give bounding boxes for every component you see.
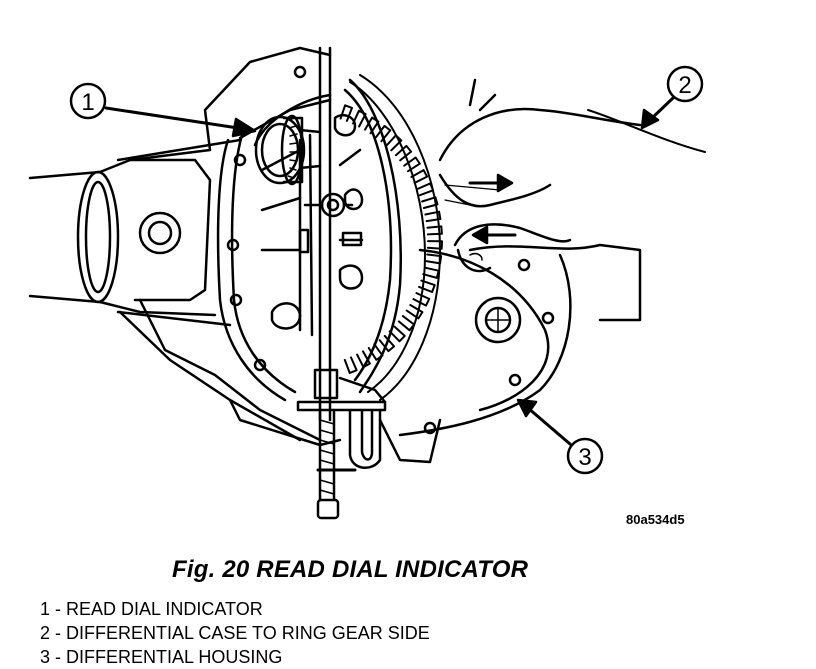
force-arrows bbox=[468, 173, 517, 245]
callout-3-label: 3 bbox=[578, 444, 591, 471]
callout-3: 3 bbox=[516, 398, 604, 475]
legend-item: 3 - DIFFERENTIAL HOUSING bbox=[40, 647, 283, 667]
housing-flange bbox=[216, 65, 555, 435]
legend-list: 1 - READ DIAL INDICATOR 2 - DIFFERENTIAL… bbox=[40, 597, 430, 669]
hand bbox=[438, 78, 706, 273]
dial-indicator-illustration: 1 2 3 bbox=[28, 46, 706, 520]
ring-gear bbox=[339, 74, 443, 401]
dial-indicator bbox=[254, 46, 387, 520]
differential-housing bbox=[118, 46, 642, 464]
callout-1: 1 bbox=[69, 82, 257, 138]
figure-caption: Fig. 20 READ DIAL INDICATOR bbox=[172, 556, 529, 583]
callout-1-label: 1 bbox=[81, 89, 94, 116]
legend-item: 2 - DIFFERENTIAL CASE TO RING GEAR SIDE bbox=[40, 623, 430, 643]
callout-2-label: 2 bbox=[678, 72, 691, 99]
legend-item: 1 - READ DIAL INDICATOR bbox=[40, 599, 263, 619]
differential-case bbox=[253, 78, 402, 394]
figure-reference-code: 80a534d5 bbox=[626, 512, 685, 527]
callout-2: 2 bbox=[640, 65, 704, 130]
